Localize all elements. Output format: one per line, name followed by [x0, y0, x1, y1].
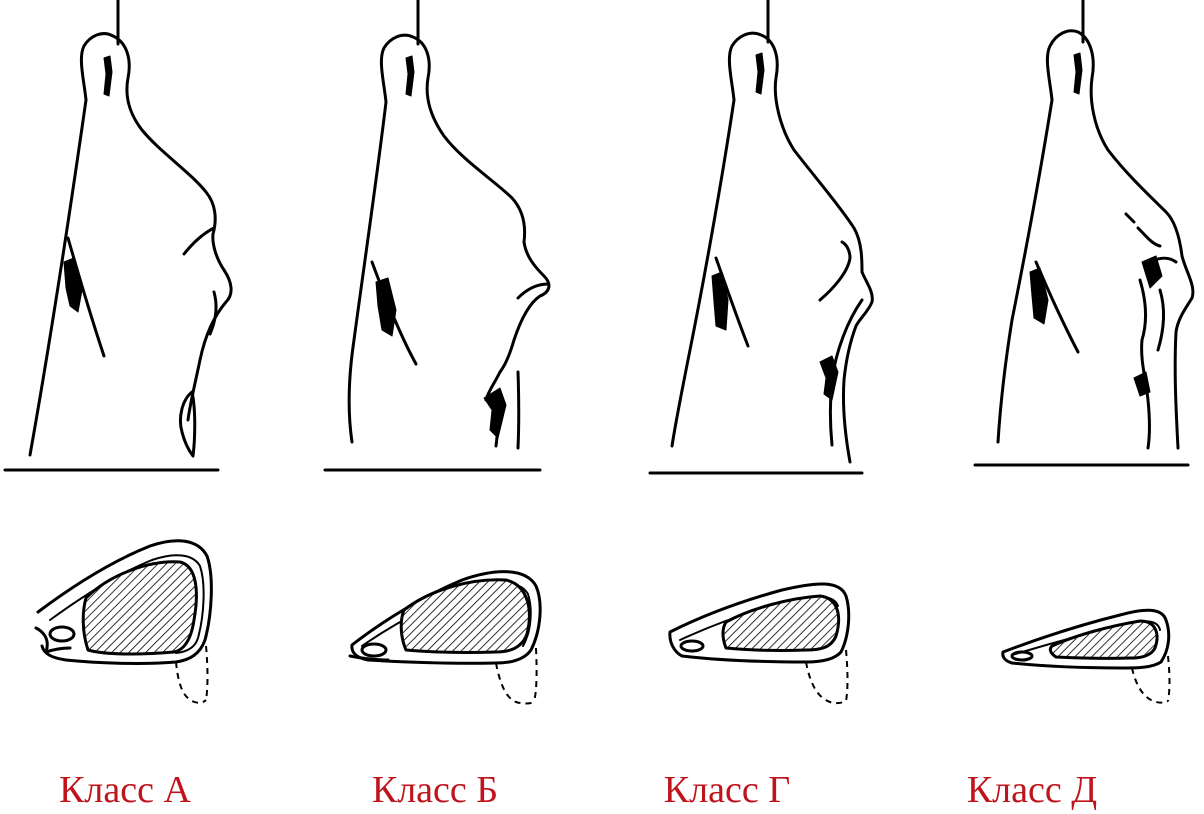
dashed-outline — [496, 663, 534, 704]
dashed-outline — [206, 646, 208, 700]
leg-mark — [210, 292, 216, 334]
carcass-class-a — [5, 0, 231, 470]
flank-fragment — [1126, 214, 1134, 222]
shank-mark — [1074, 53, 1082, 94]
shank-mark — [104, 56, 112, 96]
carcass-class-b — [325, 0, 549, 470]
carcass-outline — [729, 33, 872, 462]
carcass-left-contour — [672, 100, 734, 446]
leg-line — [1158, 290, 1164, 350]
leg-shading — [1134, 372, 1150, 396]
class-label-g: Класс Г — [627, 770, 827, 810]
dashed-outline — [534, 648, 537, 702]
carcass-left-contour — [998, 100, 1052, 442]
bone-section — [362, 644, 386, 656]
seam-shading — [1030, 268, 1048, 324]
muscle-eye-hatched — [401, 580, 529, 653]
class-label-d: Класс Д — [932, 770, 1132, 810]
cross-section-class-g — [670, 584, 849, 703]
flank-fragment — [1138, 228, 1160, 246]
bone-section — [50, 627, 74, 641]
leg-shading — [1142, 256, 1162, 288]
leg-shading — [484, 388, 506, 438]
leg-line — [1140, 280, 1150, 448]
class-label-b: Класс Б — [335, 770, 535, 810]
cross-section-class-b — [350, 572, 540, 704]
leg-line — [518, 372, 519, 448]
flank-curve — [184, 228, 214, 254]
dashed-outline — [846, 650, 848, 701]
muscle-eye-hatched — [1050, 621, 1157, 658]
carcass-left-contour — [349, 102, 386, 442]
lower-lobe — [180, 392, 194, 456]
muscle-eye-hatched — [83, 562, 196, 654]
cross-section-class-d — [1003, 610, 1170, 702]
dashed-outline — [806, 662, 846, 703]
bone-section — [681, 641, 703, 651]
dashed-outline — [176, 662, 206, 703]
carcass-class-d — [975, 0, 1193, 465]
cross-section-class-a — [36, 541, 211, 703]
seam-shading — [376, 278, 396, 336]
dashed-outline — [1132, 668, 1168, 703]
dashed-outline — [1168, 656, 1170, 701]
shank-mark — [756, 53, 764, 94]
carcass-outline — [1047, 31, 1193, 448]
seam-shading — [64, 258, 82, 312]
bone-section — [1012, 652, 1032, 660]
carcass-class-g — [650, 0, 872, 473]
shank-mark — [406, 56, 414, 96]
flank-curve — [820, 242, 850, 300]
class-label-a: Класс А — [25, 770, 225, 810]
